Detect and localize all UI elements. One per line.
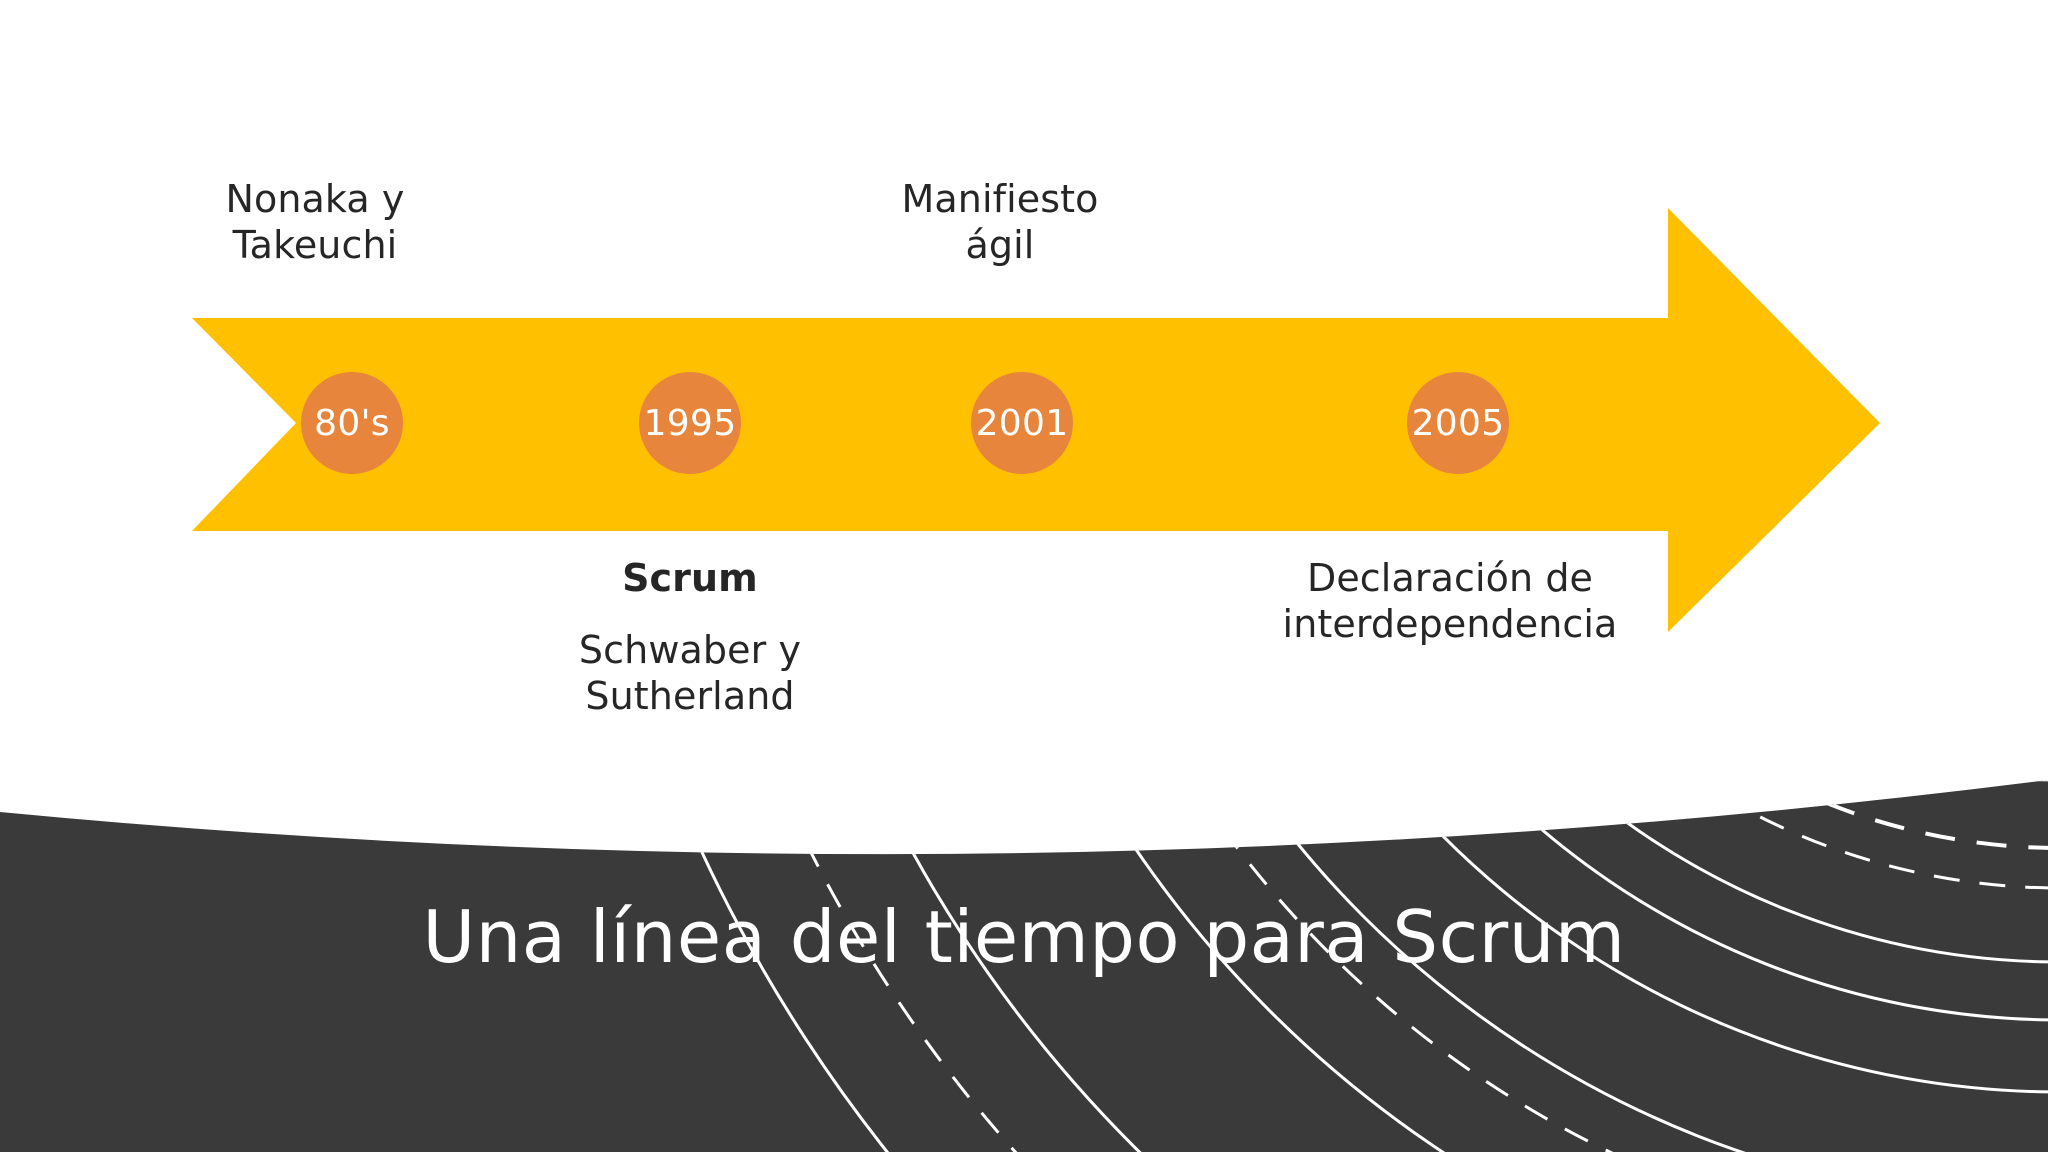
year-label: 1995 [643,402,737,444]
timeline-year-bubble-80s[interactable]: 80's [301,372,403,474]
footer-background-shape [0,780,2048,1152]
timeline-year-bubble-1995[interactable]: 1995 [639,372,741,474]
milestone-label-nonaka-takeuchi: Nonaka y Takeuchi [225,177,405,268]
timeline-year-bubble-2001[interactable]: 2001 [971,372,1073,474]
slide-title: Una línea del tiempo para Scrum [422,895,1626,979]
milestone-label-manifiesto-agil: Manifiesto ágil [901,177,1099,268]
year-label: 80's [314,402,390,444]
milestone-label-schwaber-sutherland: Schwaber y Sutherland [578,628,802,719]
year-label: 2001 [975,402,1069,444]
year-label: 2005 [1411,402,1505,444]
milestone-label-scrum-heading: Scrum [622,556,758,600]
timeline-year-bubble-2005[interactable]: 2005 [1407,372,1509,474]
footer-decoration [0,780,2048,1152]
milestone-label-declaracion-interdependencia: Declaración de interdependencia [1282,556,1618,647]
